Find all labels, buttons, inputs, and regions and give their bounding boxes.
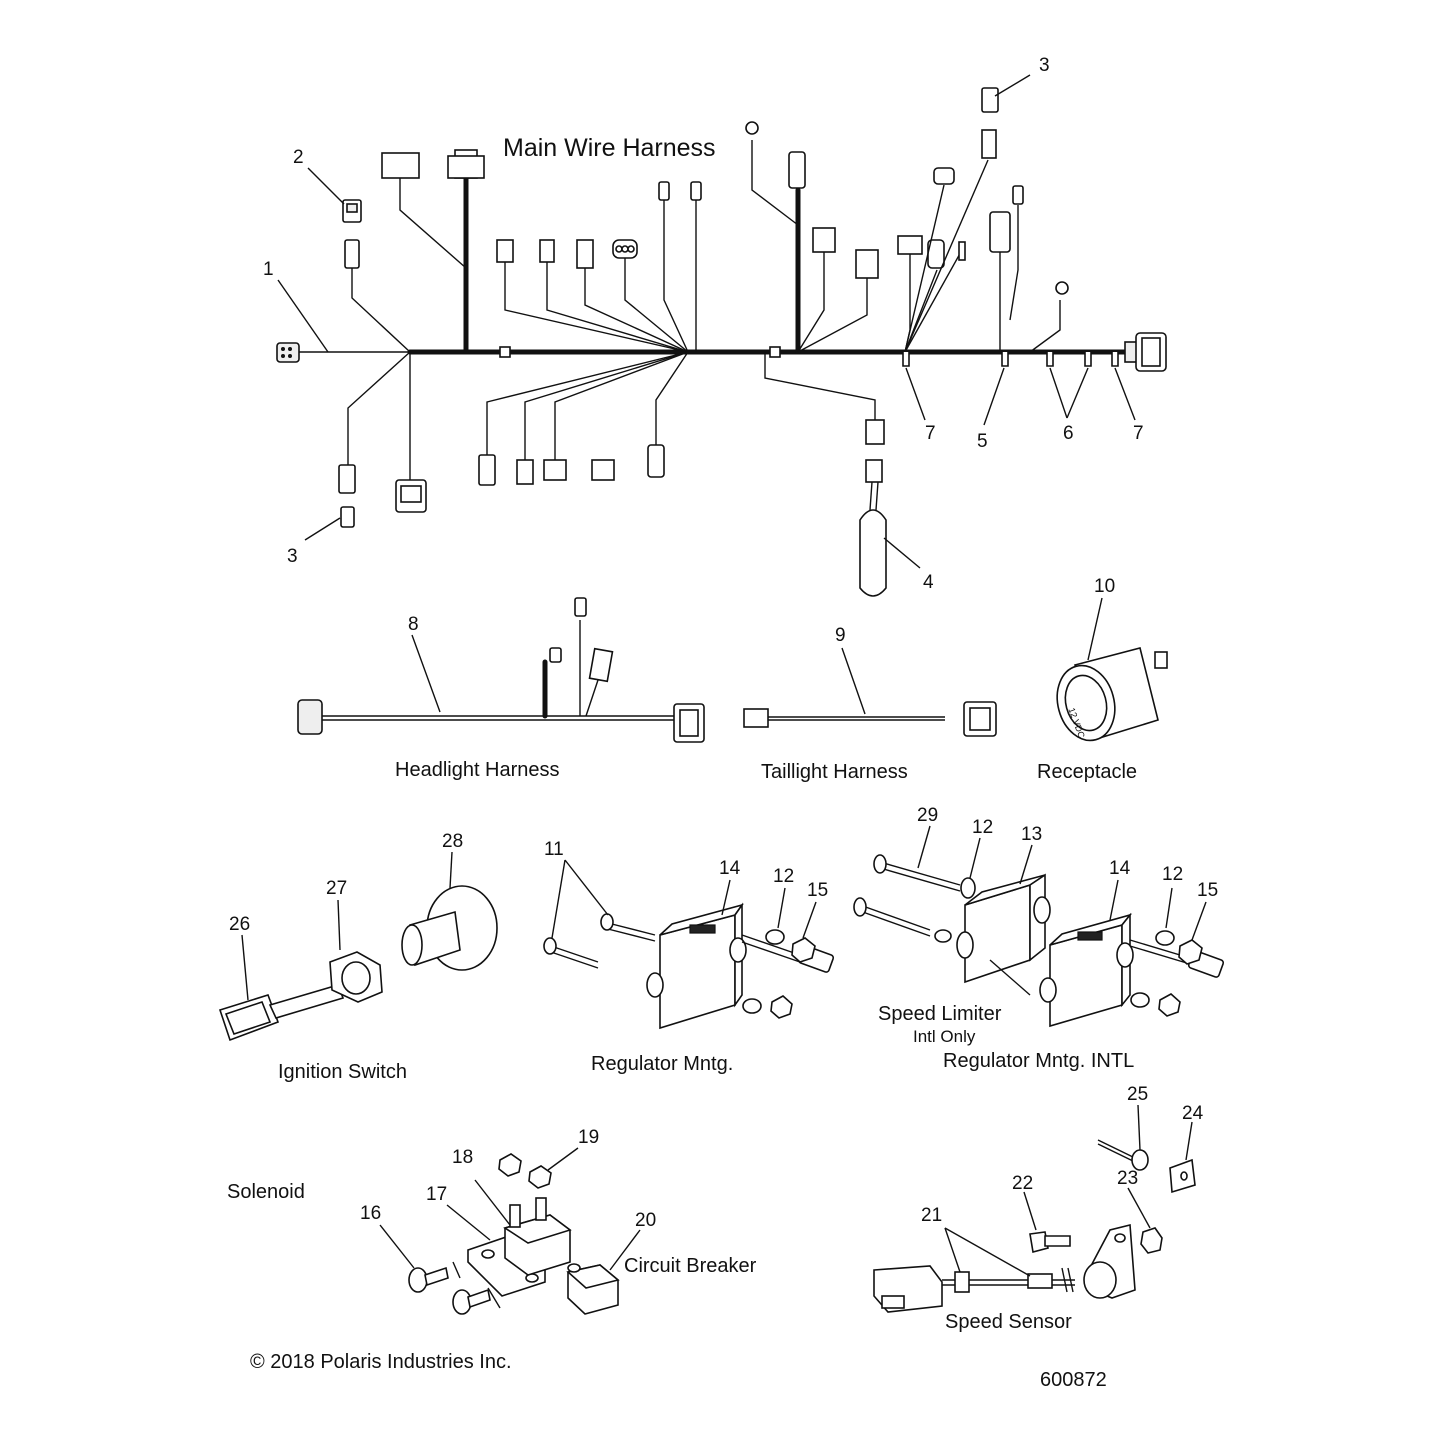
callout-11: 11 <box>544 839 564 860</box>
callout-26: 26 <box>229 914 250 935</box>
callout-5: 5 <box>977 431 988 452</box>
callout-4: 4 <box>923 572 934 593</box>
callout-1: 1 <box>263 259 274 280</box>
callout-22: 22 <box>1012 1173 1033 1194</box>
main-wire-harness-title: Main Wire Harness <box>503 134 716 162</box>
circuit-breaker-title: Circuit Breaker <box>624 1255 757 1277</box>
regulator-mounting-intl: Speed Limiter Intl Only Regulator Mntg. … <box>853 825 1225 1072</box>
ignition-switch-title: Ignition Switch <box>278 1061 407 1083</box>
callout-24: 24 <box>1182 1103 1204 1124</box>
callout-15-reg: 15 <box>807 880 828 901</box>
left-end-connector <box>276 342 300 363</box>
receptacle-title: Receptacle <box>1037 761 1137 783</box>
solenoid-title: Solenoid <box>227 1181 305 1203</box>
callout-27: 27 <box>326 878 347 899</box>
callout-6: 6 <box>1063 423 1074 444</box>
headlight-harness: Headlight Harness <box>297 597 705 781</box>
callout-8: 8 <box>408 614 419 635</box>
callout-12-intl-left: 12 <box>972 817 993 838</box>
main-wire-harness: Main Wire Harness <box>276 74 1167 597</box>
intl-only-label: Intl Only <box>913 1027 976 1046</box>
callout-10: 10 <box>1094 576 1115 597</box>
regulator-mntg-intl-title: Regulator Mntg. INTL <box>943 1050 1134 1072</box>
callout-7-left: 7 <box>925 423 936 444</box>
callout-19: 19 <box>578 1127 599 1148</box>
callout-18: 18 <box>452 1147 473 1168</box>
callout-23: 23 <box>1117 1168 1138 1189</box>
speed-sensor-title: Speed Sensor <box>945 1311 1072 1333</box>
callout-14-intl: 14 <box>1109 858 1131 879</box>
callout-21: 21 <box>921 1205 942 1226</box>
callout-13: 13 <box>1021 824 1042 845</box>
callout-2: 2 <box>293 147 304 168</box>
lower-left-big-connector <box>395 479 427 513</box>
callout-29: 29 <box>917 805 938 826</box>
regulator-mounting: Regulator Mntg. <box>543 859 835 1075</box>
figure-id: 600872 <box>1040 1369 1107 1391</box>
right-end-connector <box>1124 332 1167 372</box>
callout-28: 28 <box>442 831 463 852</box>
callout-12-reg: 12 <box>773 866 794 887</box>
taillight-harness-title: Taillight Harness <box>761 761 908 783</box>
headlight-left-connector <box>297 699 323 735</box>
taillight-harness: Taillight Harness <box>743 647 997 783</box>
regulator-mntg-title: Regulator Mntg. <box>591 1053 733 1075</box>
callout-17: 17 <box>426 1184 447 1205</box>
callout-7-right: 7 <box>1133 423 1144 444</box>
callout-3-bottom: 3 <box>287 546 298 567</box>
connector-item-2 <box>342 199 362 223</box>
speed-sensor: Speed Sensor <box>873 1104 1196 1333</box>
callout-16: 16 <box>360 1203 381 1224</box>
ignition-switch: Ignition Switch <box>218 851 498 1083</box>
callout-9: 9 <box>835 625 846 646</box>
callout-14-reg: 14 <box>719 858 741 879</box>
connector-item-3-lower <box>340 506 355 528</box>
callout-15-intl: 15 <box>1197 880 1218 901</box>
callout-25: 25 <box>1127 1084 1148 1105</box>
speed-limiter-title: Speed Limiter <box>878 1003 1002 1025</box>
callout-12-intl-right: 12 <box>1162 864 1183 885</box>
callout-3-top: 3 <box>1039 55 1050 76</box>
callout-numbers: 1 2 3 3 4 5 6 7 7 8 9 10 11 12 12 12 13 … <box>229 55 1218 1231</box>
solenoid: Solenoid Circuit Breaker <box>227 1147 757 1315</box>
headlight-harness-title: Headlight Harness <box>395 759 560 781</box>
receptacle: 12 VDC Receptacle <box>1037 597 1168 783</box>
callout-20: 20 <box>635 1210 656 1231</box>
copyright-text: © 2018 Polaris Industries Inc. <box>250 1351 512 1373</box>
taillight-right-connector <box>963 701 997 737</box>
headlight-right-connector <box>673 703 705 743</box>
